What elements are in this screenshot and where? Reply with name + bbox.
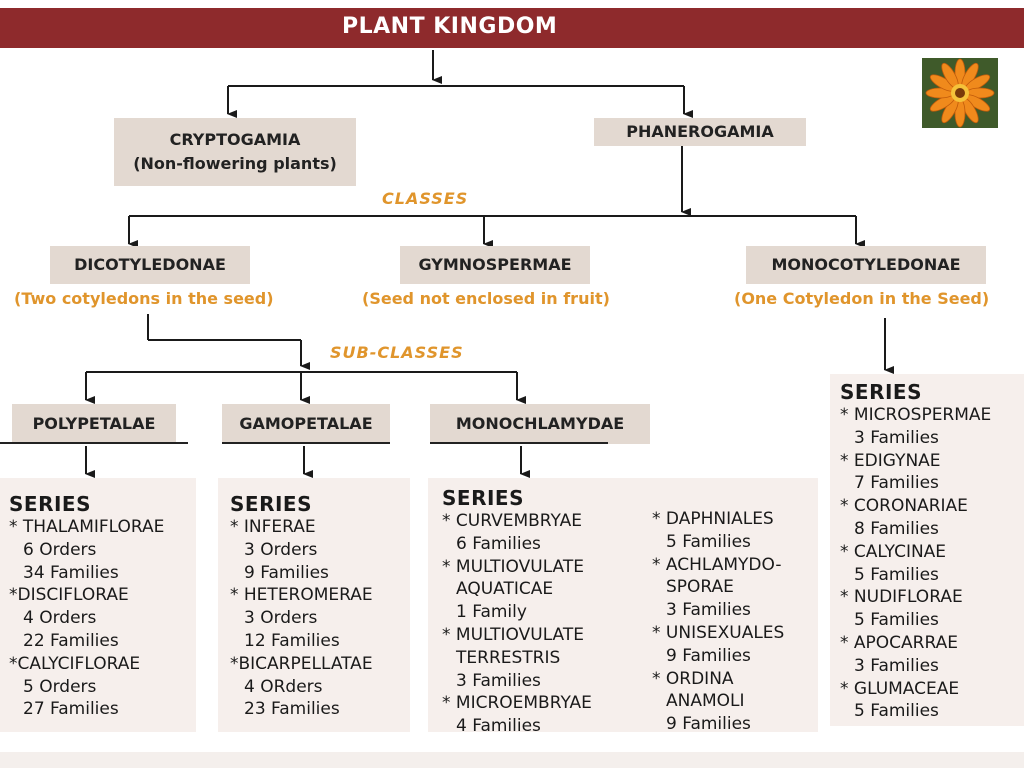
polypetalae-series-panel: SERIES * THALAMIFLORAE 6 Orders 34 Famil… xyxy=(0,478,196,732)
dicotyledonae-note: (Two cotyledons in the seed) xyxy=(14,289,274,308)
series-families: 22 Families xyxy=(23,630,119,651)
series-list: * MICROSPERMAE 3 Families * EDIGYNAE 7 F… xyxy=(840,404,1024,723)
monochlamydae-node: MONOCHLAMYDAE xyxy=(430,404,650,444)
series-families: 9 Families xyxy=(244,562,329,583)
series-families: 12 Families xyxy=(244,630,340,651)
series-families: 27 Families xyxy=(23,699,119,720)
gymnospermae-note: (Seed not enclosed in fruit) xyxy=(362,289,610,308)
phanerogamia-node: PHANEROGAMIA xyxy=(594,118,806,146)
series-families: 5 Families xyxy=(854,610,939,631)
monocotyledonae-name: MONOCOTYLEDONAE xyxy=(771,255,961,274)
series-item: * THALAMIFLORAE xyxy=(9,517,165,537)
series-families: 7 Families xyxy=(854,473,939,494)
series-families: 5 Families xyxy=(854,701,939,722)
series-item: * HETEROMERAE xyxy=(230,585,373,606)
series-item: * NUDIFLORAE xyxy=(840,587,963,608)
flower-image xyxy=(922,58,998,128)
monochlamydae-series-panel: SERIES * CURVEMBRYAE 6 Families * MULTIO… xyxy=(428,478,818,736)
subclasses-label: SUB-CLASSES xyxy=(330,343,464,362)
gymnospermae-node: GYMNOSPERMAE xyxy=(400,246,590,284)
series-item: *BICARPELLATAE xyxy=(230,653,373,674)
series-orders: 3 Orders xyxy=(244,539,318,560)
series-families: 5 Families xyxy=(666,531,751,552)
series-item: * DAPHNIALES xyxy=(652,509,774,529)
series-orders: 5 Orders xyxy=(23,676,97,697)
gamopetalae-series-panel: SERIES * INFERAE 3 Orders 9 Families * H… xyxy=(218,478,410,732)
polypetalae-underline xyxy=(0,442,188,444)
series-list: * THALAMIFLORAE 6 Orders 34 Families *DI… xyxy=(9,516,196,721)
series-subname: ANAMOLI xyxy=(666,691,745,712)
series-orders: 3 Orders xyxy=(244,608,318,629)
series-item: * MICROSPERMAE xyxy=(840,405,992,425)
series-orders: 4 Orders xyxy=(23,608,97,629)
series-list: * INFERAE 3 Orders 9 Families * HETEROME… xyxy=(230,516,410,721)
series-families: 9 Families xyxy=(666,645,751,666)
series-subname: SPORAE xyxy=(666,577,734,598)
monocotyledonae-note: (One Cotyledon in the Seed) xyxy=(734,289,990,308)
title-bar xyxy=(0,8,1024,48)
series-item: *DISCIFLORAE xyxy=(9,585,129,606)
series-item: * ORDINA xyxy=(652,668,734,689)
series-families: 34 Families xyxy=(23,562,119,583)
gamopetalae-underline xyxy=(222,442,390,444)
series-heading: SERIES xyxy=(840,380,922,404)
series-item: * CURVEMBRYAE xyxy=(442,511,582,531)
series-families: 3 Families xyxy=(854,655,939,676)
series-families: 4 Families xyxy=(456,716,541,737)
series-list-right: * DAPHNIALES 5 Families * ACHLAMYDO- SPO… xyxy=(652,508,784,736)
series-families: 23 Families xyxy=(244,699,340,720)
series-families: 3 Families xyxy=(456,670,541,691)
series-heading: SERIES xyxy=(230,492,312,516)
monochlamydae-underline xyxy=(430,442,608,444)
series-families: 6 Families xyxy=(456,533,541,554)
cryptogamia-note: (Non-flowering plants) xyxy=(133,154,337,173)
series-families: 3 Families xyxy=(666,600,751,621)
series-item: * INFERAE xyxy=(230,517,316,537)
series-heading: SERIES xyxy=(9,492,91,516)
footer-strip xyxy=(0,752,1024,768)
cryptogamia-node: CRYPTOGAMIA (Non-flowering plants) xyxy=(114,118,356,186)
classes-label: CLASSES xyxy=(382,189,469,208)
series-item: *CALYCIFLORAE xyxy=(9,653,141,674)
series-item: * CALYCINAE xyxy=(840,541,947,562)
monocotyledonae-series-panel: SERIES * MICROSPERMAE 3 Families * EDIGY… xyxy=(830,374,1024,726)
series-list-left: * CURVEMBRYAE 6 Families * MULTIOVULATE … xyxy=(442,510,592,738)
phanerogamia-name: PHANEROGAMIA xyxy=(626,122,774,141)
page-title: PLANT KINGDOM xyxy=(342,14,558,39)
series-item: * UNISEXUALES xyxy=(652,622,785,643)
series-families: 3 Families xyxy=(854,427,939,448)
gamopetalae-node: GAMOPETALAE xyxy=(222,404,390,444)
series-item: * APOCARRAE xyxy=(840,632,958,653)
gymnospermae-name: GYMNOSPERMAE xyxy=(418,255,572,274)
series-families: 8 Families xyxy=(854,518,939,539)
series-item: * ACHLAMYDO- xyxy=(652,554,782,575)
series-item: * MULTIOVULATE xyxy=(442,624,584,645)
gamopetalae-name: GAMOPETALAE xyxy=(239,414,373,433)
monochlamydae-name: MONOCHLAMYDAE xyxy=(455,414,625,433)
series-item: * CORONARIAE xyxy=(840,496,968,517)
series-heading: SERIES xyxy=(442,486,524,510)
dicotyledonae-node: DICOTYLEDONAE xyxy=(50,246,250,284)
series-orders: 4 ORders xyxy=(244,676,323,697)
series-families: 5 Families xyxy=(854,564,939,585)
series-item: * GLUMACEAE xyxy=(840,678,960,699)
series-families: 9 Families xyxy=(666,714,751,735)
series-orders: 6 Orders xyxy=(23,539,97,560)
series-item: * MICROEMBRYAE xyxy=(442,693,592,714)
series-item: * EDIGYNAE xyxy=(840,450,941,471)
polypetalae-name: POLYPETALAE xyxy=(32,414,156,433)
polypetalae-node: POLYPETALAE xyxy=(12,404,176,444)
series-item: * MULTIOVULATE xyxy=(442,556,584,577)
cryptogamia-name: CRYPTOGAMIA xyxy=(169,130,301,149)
dicotyledonae-name: DICOTYLEDONAE xyxy=(74,255,226,274)
series-subname: TERRESTRIS xyxy=(456,647,561,668)
series-subname: AQUATICAE xyxy=(456,579,554,600)
series-families: 1 Family xyxy=(456,602,527,623)
monocotyledonae-node: MONOCOTYLEDONAE xyxy=(746,246,986,284)
